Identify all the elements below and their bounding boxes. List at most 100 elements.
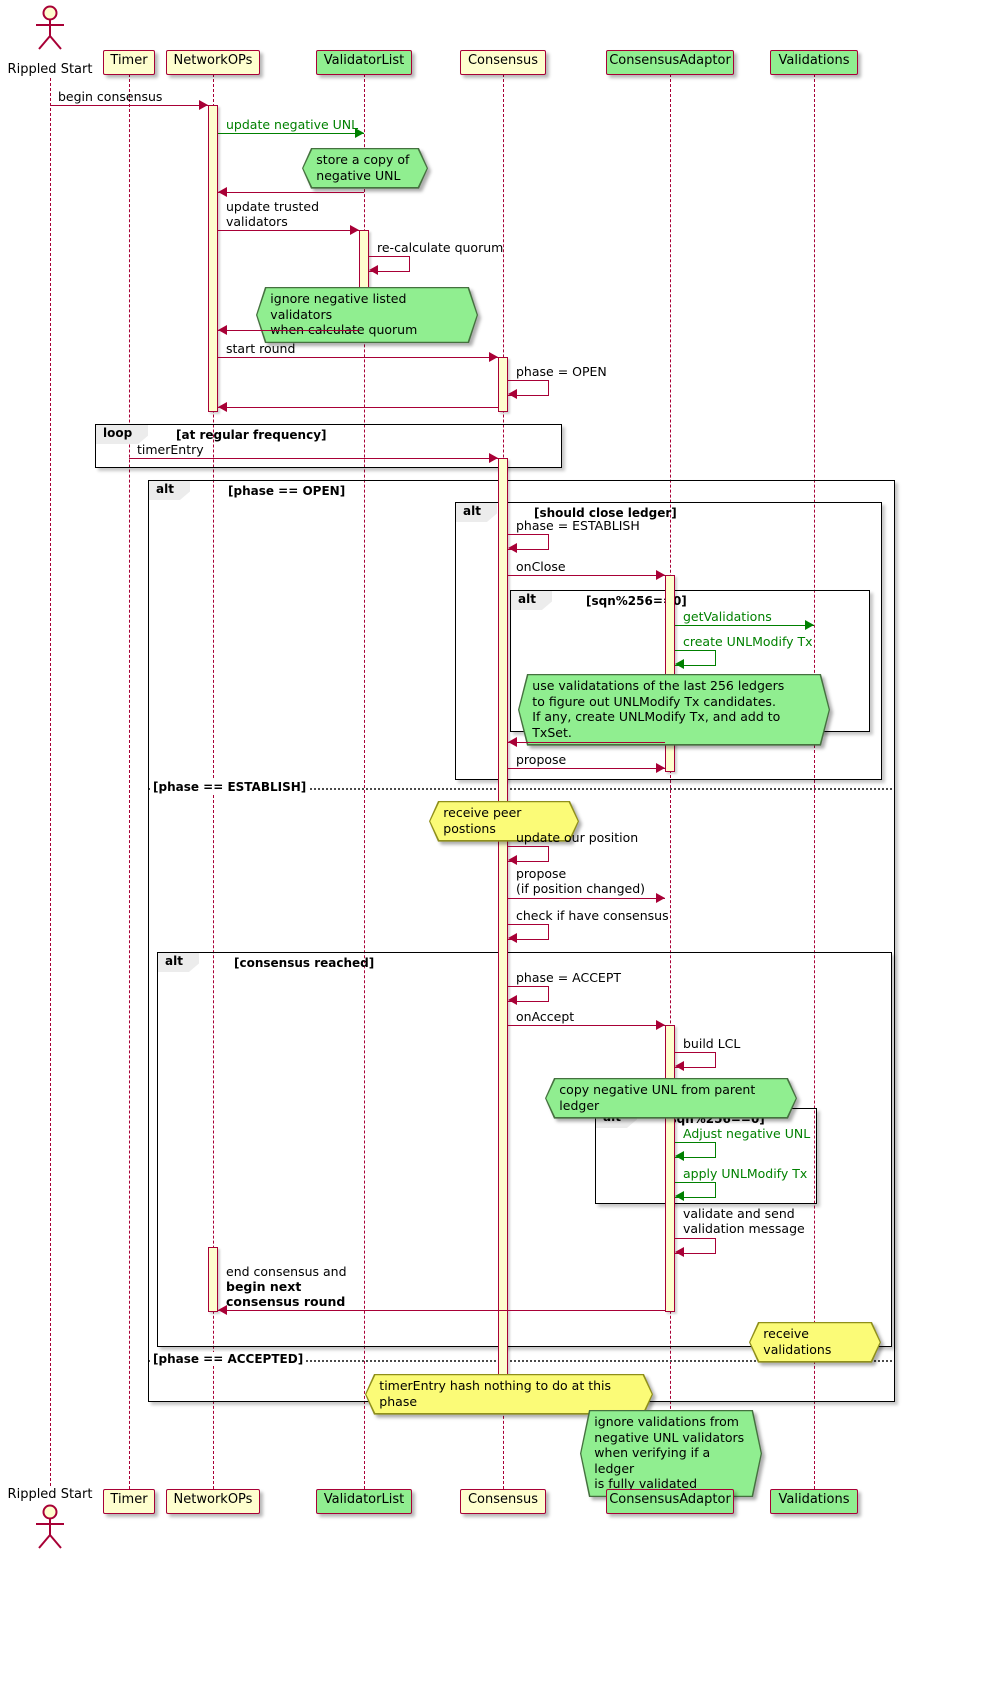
activation-consensusadaptor-onclose xyxy=(665,575,675,772)
note-store-copy: store a copy of negative UNL xyxy=(302,148,428,189)
msg-end-consensus-line xyxy=(218,1310,665,1311)
msg-create-unlmodify-arrowhead xyxy=(675,659,684,669)
msg-timer-entry-line xyxy=(129,458,498,459)
participant-consensusadaptor-bottom: ConsensusAdaptor xyxy=(606,1489,734,1514)
alt-consensus-reached-frame-tag: alt xyxy=(158,953,199,972)
msg-create-unlmodify-self xyxy=(675,650,716,666)
msg-update-trusted-arrowhead xyxy=(350,225,359,235)
actor-icon xyxy=(36,5,64,50)
note-ignore-negative-listed-text: ignore negative listed validators when c… xyxy=(257,288,476,342)
participant-validatorlist-bottom: ValidatorList xyxy=(316,1489,412,1514)
msg-update-position-label: update our position xyxy=(516,830,639,845)
lifeline-consensusadaptor xyxy=(670,74,671,1489)
msg-start-round-line xyxy=(218,357,498,358)
msg-phase-establish-arrowhead xyxy=(508,543,517,553)
alt-should-close-frame-condition: [should close ledger] xyxy=(534,506,677,520)
alt-should-close-frame-tag: alt xyxy=(456,503,497,522)
msg-apply-unlmodify-label: apply UNLModify Tx xyxy=(683,1166,808,1181)
msg-end-consensus-label-plain: end consensus and xyxy=(226,1264,347,1279)
participant-networkops-bottom: NetworkOPs xyxy=(166,1489,260,1514)
msg-return-validatorlist2-arrowhead xyxy=(218,325,227,335)
loop-frame xyxy=(95,424,562,468)
alt-phase-divider-accepted xyxy=(149,1360,892,1362)
participant-networkops: NetworkOPs xyxy=(166,50,260,75)
note-ignore-negative-listed: ignore negative listed validators when c… xyxy=(256,287,478,343)
msg-timer-entry-label: timerEntry xyxy=(137,442,204,457)
msg-propose-changed-label: propose (if position changed) xyxy=(516,866,646,896)
msg-check-consensus-label: check if have consensus xyxy=(516,908,669,923)
activation-consensus-round xyxy=(498,357,508,412)
note-receive-peer-positions: receive peer postions xyxy=(429,801,579,842)
msg-phase-establish-label: phase = ESTABLISH xyxy=(516,518,640,533)
msg-update-trusted-line xyxy=(218,230,359,231)
lifeline-timer xyxy=(129,74,130,1489)
msg-onaccept-label: onAccept xyxy=(516,1009,575,1024)
loop-frame-tag: loop xyxy=(96,425,148,444)
msg-phase-establish-self xyxy=(508,534,549,550)
msg-onaccept-line xyxy=(508,1025,665,1026)
msg-adjust-negative-unl-self xyxy=(675,1142,716,1158)
msg-propose-changed-line xyxy=(508,898,665,899)
note-ignore-validations-text: ignore validations from negative UNL val… xyxy=(581,1411,760,1496)
msg-return-consensus-line xyxy=(218,407,498,408)
msg-recalculate-quorum-label: re-calculate quorum xyxy=(377,240,504,255)
msg-onclose-arrowhead xyxy=(656,570,665,580)
msg-create-unlmodify-label: create UNLModify Tx xyxy=(683,634,813,649)
msg-return-onclose-arrowhead xyxy=(508,737,517,747)
msg-onclose-label: onClose xyxy=(516,559,566,574)
msg-update-negative-unl-line xyxy=(218,133,364,134)
msg-phase-open-label: phase = OPEN xyxy=(516,364,607,379)
note-copy-negative-unl-text: copy negative UNL from parent ledger xyxy=(546,1079,795,1117)
alt-consensus-reached-frame-condition: [consensus reached] xyxy=(234,956,375,970)
alt-consensus-reached-frame xyxy=(157,952,892,1347)
participant-rippled-start-bottom: Rippled Start xyxy=(7,1487,93,1502)
participant-validations: Validations xyxy=(770,50,858,75)
msg-begin-consensus-label: begin consensus xyxy=(58,89,163,104)
msg-propose-label: propose xyxy=(516,752,567,767)
msg-update-negative-unl-label: update negative UNL xyxy=(226,117,359,132)
activation-networkops xyxy=(208,105,218,412)
msg-get-validations-arrowhead xyxy=(805,620,814,630)
participant-timer: Timer xyxy=(103,50,155,75)
msg-propose-line xyxy=(508,768,665,769)
participant-validatorlist: ValidatorList xyxy=(316,50,412,75)
lifeline-validations xyxy=(814,74,815,1489)
msg-return-onclose-line xyxy=(508,742,665,743)
msg-apply-unlmodify-self xyxy=(675,1182,716,1198)
msg-timer-entry-arrowhead xyxy=(489,453,498,463)
note-use-validations: use validatations of the last 256 ledger… xyxy=(518,674,830,746)
participant-validations-bottom: Validations xyxy=(770,1489,858,1514)
note-timer-entry-nothing-text: timerEntry hash nothing to do at this ph… xyxy=(366,1375,651,1413)
msg-return-validatorlist-line xyxy=(218,192,364,193)
msg-update-negative-unl-arrowhead xyxy=(355,128,364,138)
msg-phase-accept-label: phase = ACCEPT xyxy=(516,970,621,985)
msg-end-consensus-arrowhead xyxy=(218,1305,227,1315)
msg-phase-open-self xyxy=(508,380,549,396)
activation-networkops-next-round xyxy=(208,1247,218,1312)
lifeline-validatorlist xyxy=(364,74,365,1489)
alt-phase-else-accepted: [phase == ACCEPTED] xyxy=(150,1352,307,1366)
msg-validate-send-self xyxy=(675,1238,716,1254)
msg-recalculate-quorum-self xyxy=(369,256,410,272)
lifeline-rippled-start xyxy=(50,78,51,1486)
msg-get-validations-label: getValidations xyxy=(683,609,772,624)
msg-update-position-self xyxy=(508,846,549,862)
msg-build-lcl-arrowhead xyxy=(675,1061,684,1071)
participant-rippled-start: Rippled Start xyxy=(7,62,93,77)
msg-phase-open-arrowhead xyxy=(508,389,517,399)
note-store-copy-text: store a copy of negative UNL xyxy=(303,149,426,187)
note-timer-entry-nothing: timerEntry hash nothing to do at this ph… xyxy=(365,1374,653,1415)
msg-validate-send-label: validate and send validation message xyxy=(683,1206,805,1236)
note-copy-negative-unl: copy negative UNL from parent ledger xyxy=(545,1078,797,1119)
msg-adjust-negative-unl-label: Adjust negative UNL xyxy=(683,1126,811,1141)
participant-consensus-bottom: Consensus xyxy=(460,1489,546,1514)
note-receive-validations-text: receive validations xyxy=(750,1323,879,1361)
msg-adjust-negative-unl-arrowhead xyxy=(675,1151,684,1161)
note-use-validations-text: use validatations of the last 256 ledger… xyxy=(519,675,828,744)
alt-phase-frame-condition: [phase == OPEN] xyxy=(228,484,346,498)
note-receive-validations: receive validations xyxy=(749,1322,881,1363)
msg-propose-arrowhead xyxy=(656,763,665,773)
participant-consensusadaptor: ConsensusAdaptor xyxy=(606,50,734,75)
msg-get-validations-line xyxy=(675,625,814,626)
alt-sqn-a-frame-tag: alt xyxy=(511,591,552,610)
